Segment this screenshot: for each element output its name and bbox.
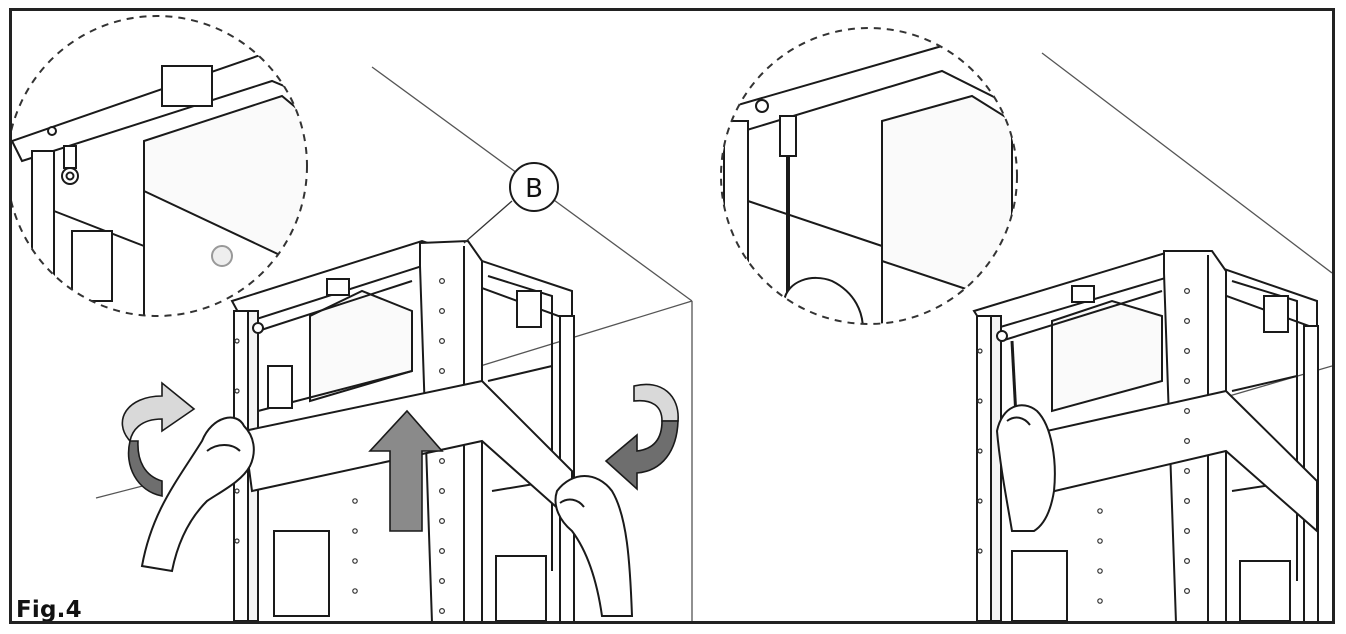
hand-screwdriver	[995, 404, 1056, 532]
callout-letter-b: B	[525, 174, 543, 204]
assembly-illustration: B	[12, 15, 1332, 621]
hand-right	[554, 475, 634, 617]
lift-arrow-up	[368, 409, 444, 532]
rotate-arrow-right	[604, 383, 679, 491]
cabinet-right	[972, 249, 1319, 621]
callout-b: B	[463, 162, 559, 244]
figure-frame: B	[9, 8, 1335, 624]
figure-label: Fig.4	[16, 597, 82, 623]
detail-circle-left	[12, 15, 308, 317]
post-holes-right	[977, 288, 1190, 604]
rotate-arrow-left	[121, 381, 196, 497]
hand-left	[140, 416, 255, 573]
detail-circle-right	[720, 27, 1018, 325]
